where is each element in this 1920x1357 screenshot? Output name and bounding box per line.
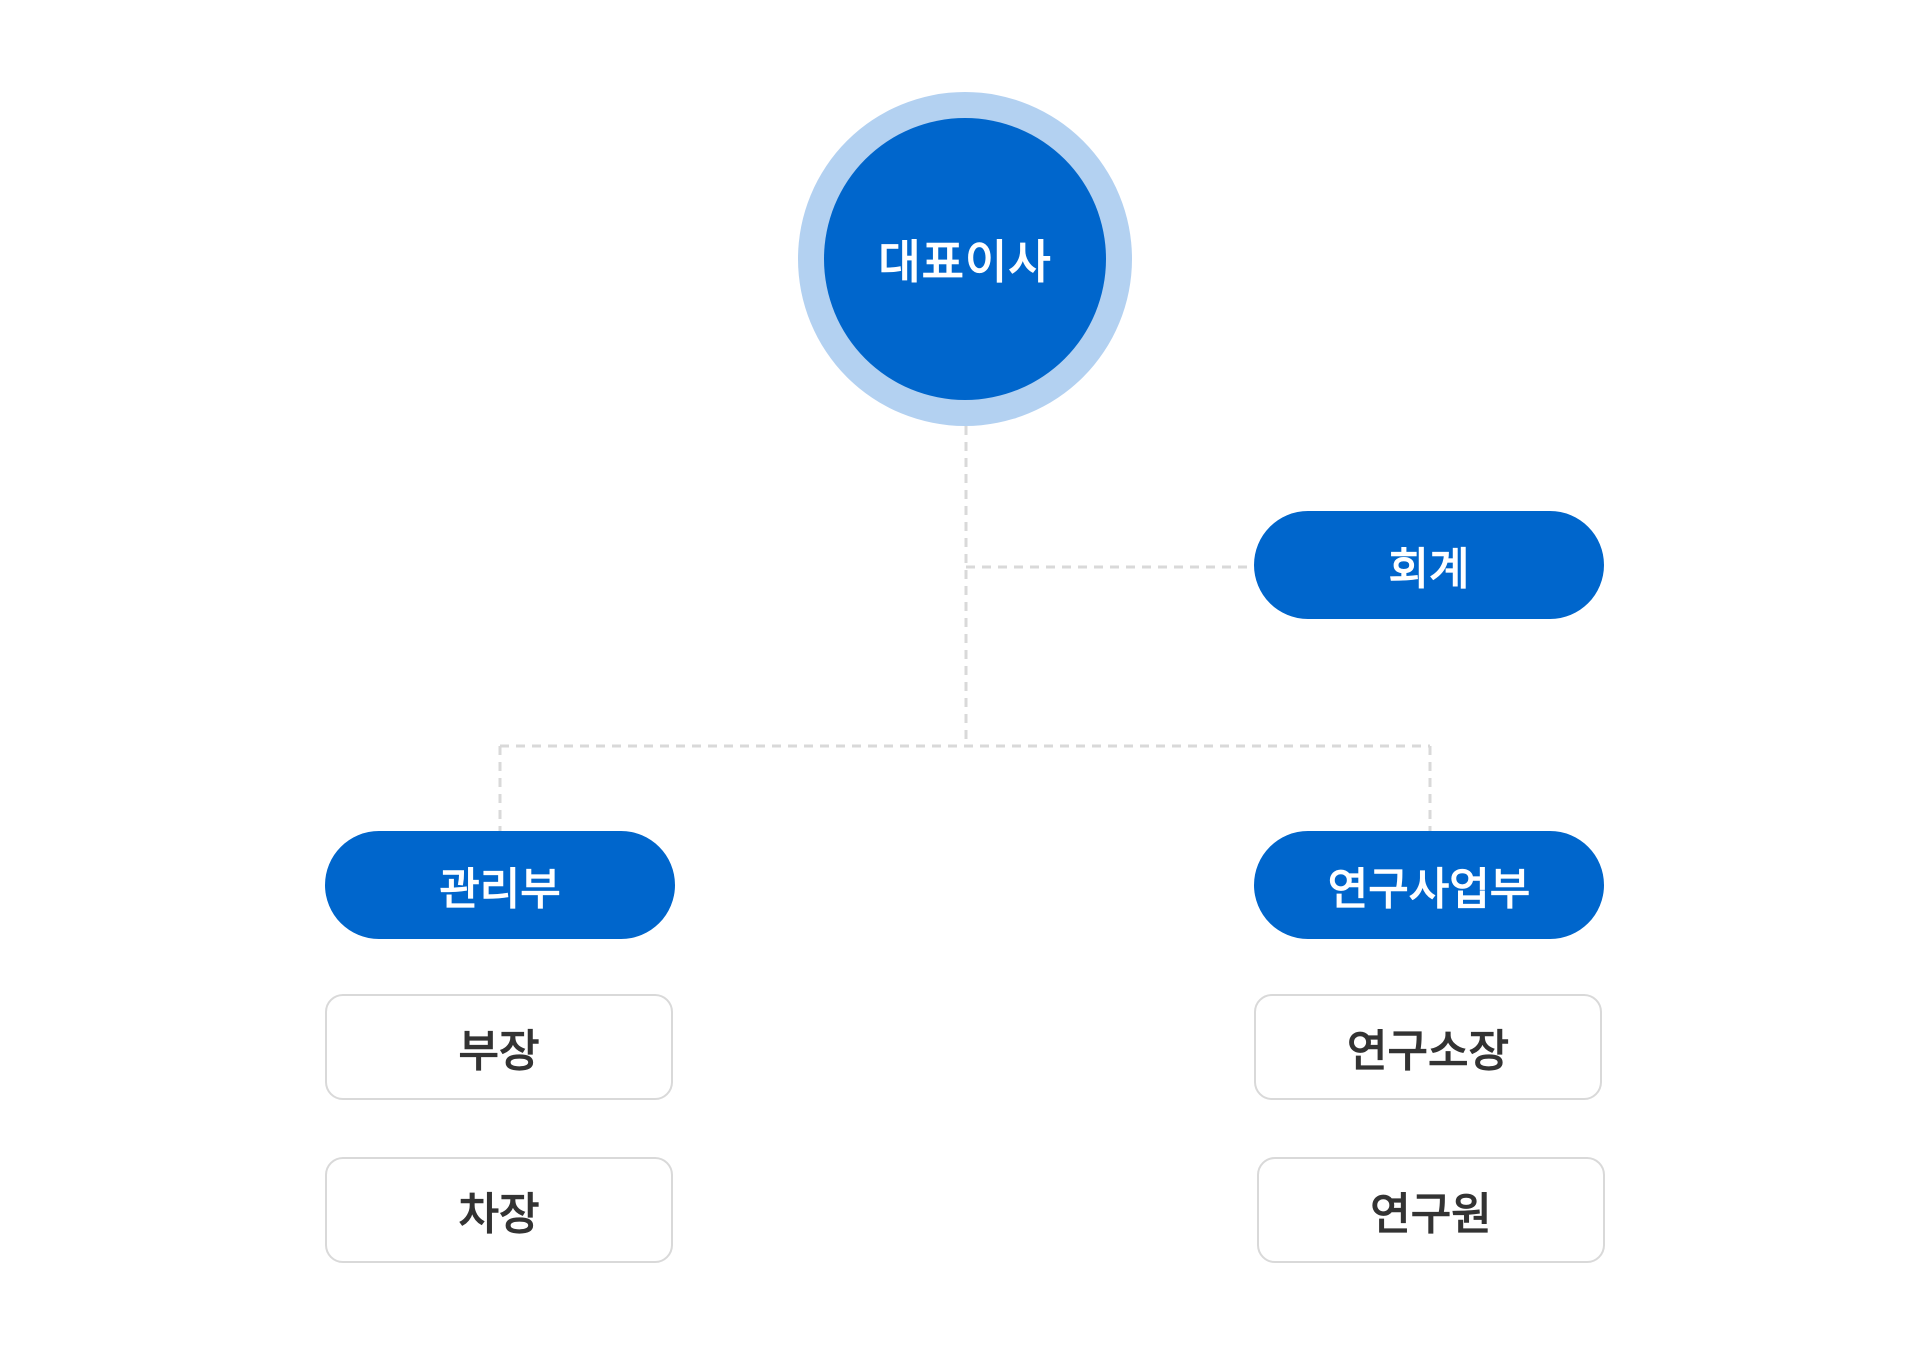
role-label: 연구소장	[1347, 1026, 1509, 1077]
role-label: 차장	[458, 1189, 540, 1240]
role-label: 연구원	[1370, 1189, 1492, 1240]
admin-department-label: 관리부	[439, 864, 561, 915]
ceo-label: 대표이사	[878, 235, 1052, 289]
research-department-node: 연구사업부	[1254, 831, 1604, 939]
role-box-researcher: 연구원	[1257, 1157, 1605, 1263]
role-label: 부장	[458, 1026, 540, 1077]
accounting-label: 회계	[1388, 544, 1470, 595]
admin-department-node: 관리부	[325, 831, 675, 939]
role-box-manager: 부장	[325, 994, 673, 1100]
accounting-node: 회계	[1254, 511, 1604, 619]
role-box-research-director: 연구소장	[1254, 994, 1602, 1100]
role-box-deputy-manager: 차장	[325, 1157, 673, 1263]
ceo-node: 대표이사	[824, 118, 1106, 400]
research-department-label: 연구사업부	[1327, 864, 1531, 915]
